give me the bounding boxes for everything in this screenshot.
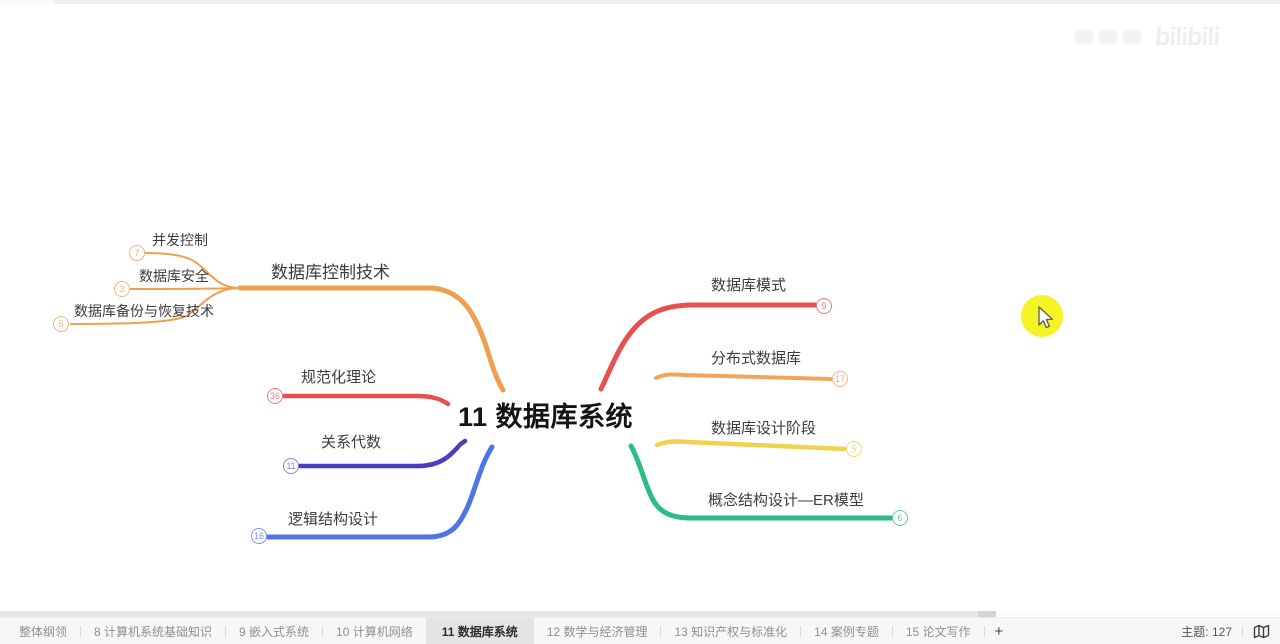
topic-count-badge-db-security[interactable]: 3 xyxy=(114,281,130,297)
tab-ch14-case-studies[interactable]: 14 案例专题 xyxy=(814,624,879,639)
topic-count-badge-relational-algebra[interactable]: 11 xyxy=(283,458,299,474)
topic-relational-algebra[interactable]: 关系代数 xyxy=(321,434,382,451)
branch-line-design-stages xyxy=(654,439,848,452)
tab-ch10-computer-networks[interactable]: 10 计算机网络 xyxy=(336,624,413,639)
horizontal-scrollbar[interactable] xyxy=(0,611,1280,617)
topic-count-badge-design-stages[interactable]: 5 xyxy=(846,441,862,457)
tab-separator xyxy=(1242,625,1243,637)
branch-line-db-security xyxy=(130,287,241,290)
topic-er-model[interactable]: 概念结构设计—ER模型 xyxy=(708,492,864,509)
topic-count-badge-concurrency[interactable]: 7 xyxy=(129,245,145,261)
tab-ch13-ip-standardization[interactable]: 13 知识产权与标准化 xyxy=(674,624,788,639)
branch-line-er-model xyxy=(628,443,894,521)
mouse-pointer-icon xyxy=(1038,306,1054,329)
outline-view-button[interactable] xyxy=(1253,624,1270,639)
topic-db-security[interactable]: 数据库安全 xyxy=(139,268,209,284)
topic-count-badge-db-schema[interactable]: 9 xyxy=(816,298,832,314)
topic-distributed-db[interactable]: 分布式数据库 xyxy=(711,350,802,367)
horizontal-scrollbar-thumb-cap[interactable] xyxy=(978,611,996,617)
topic-count-badge-logical-design[interactable]: 16 xyxy=(251,528,267,544)
tab-ch8-computer-system-basics[interactable]: 8 计算机系统基础知识 xyxy=(94,624,213,639)
topic-normalization[interactable]: 规范化理论 xyxy=(301,369,377,386)
branch-line-relational-algebra xyxy=(297,438,468,469)
topic-count-badge-er-model[interactable]: 6 xyxy=(892,510,908,526)
branch-line-concurrency xyxy=(145,252,241,289)
tab-ch9-embedded-systems[interactable]: 9 嵌入式系统 xyxy=(239,624,310,639)
topic-control-tech[interactable]: 数据库控制技术 xyxy=(271,263,390,282)
topic-concurrency[interactable]: 并发控制 xyxy=(152,232,208,248)
topic-count-badge-normalization[interactable]: 36 xyxy=(267,388,283,404)
tab-ch12-math-economics[interactable]: 12 数学与经济管理 xyxy=(546,624,648,639)
topic-count-badge-backup-recovery[interactable]: 5 xyxy=(53,316,69,332)
tab-separator xyxy=(800,625,802,637)
top-edge-strip-light-segment xyxy=(0,0,55,4)
tab-separator xyxy=(322,625,324,637)
book-icon xyxy=(1253,624,1270,638)
sheet-tabs: 整体纲领 8 计算机系统基础知识 9 嵌入式系统 10 计算机网络 11 数据库… xyxy=(0,617,1013,644)
branch-line-logical-design xyxy=(265,444,495,540)
tab-ch11-database-systems-active[interactable]: 11 数据库系统 xyxy=(425,617,534,644)
tab-overview[interactable]: 整体纲领 xyxy=(19,624,68,639)
tab-separator xyxy=(983,625,985,637)
branch-line-control-tech xyxy=(237,285,506,393)
tab-bar-right-section: 主题: 127 xyxy=(1181,618,1280,644)
topic-count-badge-distributed-db[interactable]: 17 xyxy=(832,371,848,387)
tab-ch15-thesis-writing[interactable]: 15 论文写作 xyxy=(905,624,971,639)
topic-backup-recovery[interactable]: 数据库备份与恢复技术 xyxy=(74,303,214,319)
central-topic[interactable]: 11 数据库系统 xyxy=(458,402,634,432)
top-edge-strip xyxy=(0,0,1280,4)
topic-design-stages[interactable]: 数据库设计阶段 xyxy=(711,420,817,437)
topic-db-schema[interactable]: 数据库模式 xyxy=(711,277,787,294)
branch-line-distributed-db xyxy=(654,372,833,381)
tab-separator xyxy=(225,625,227,637)
branch-line-backup-recovery xyxy=(70,287,241,325)
branch-line-db-schema xyxy=(598,302,818,392)
horizontal-scrollbar-thumb[interactable] xyxy=(0,611,978,617)
branch-line-normalization xyxy=(281,393,451,407)
tab-separator xyxy=(660,625,662,637)
add-sheet-button[interactable]: + xyxy=(994,622,1004,640)
sheet-tab-bar: 整体纲领 8 计算机系统基础知识 9 嵌入式系统 10 计算机网络 11 数据库… xyxy=(0,617,1280,644)
tab-separator xyxy=(80,625,82,637)
topic-count-label: 主题: 127 xyxy=(1181,624,1232,639)
topic-logical-design[interactable]: 逻辑结构设计 xyxy=(288,511,379,528)
tab-separator xyxy=(891,625,893,637)
